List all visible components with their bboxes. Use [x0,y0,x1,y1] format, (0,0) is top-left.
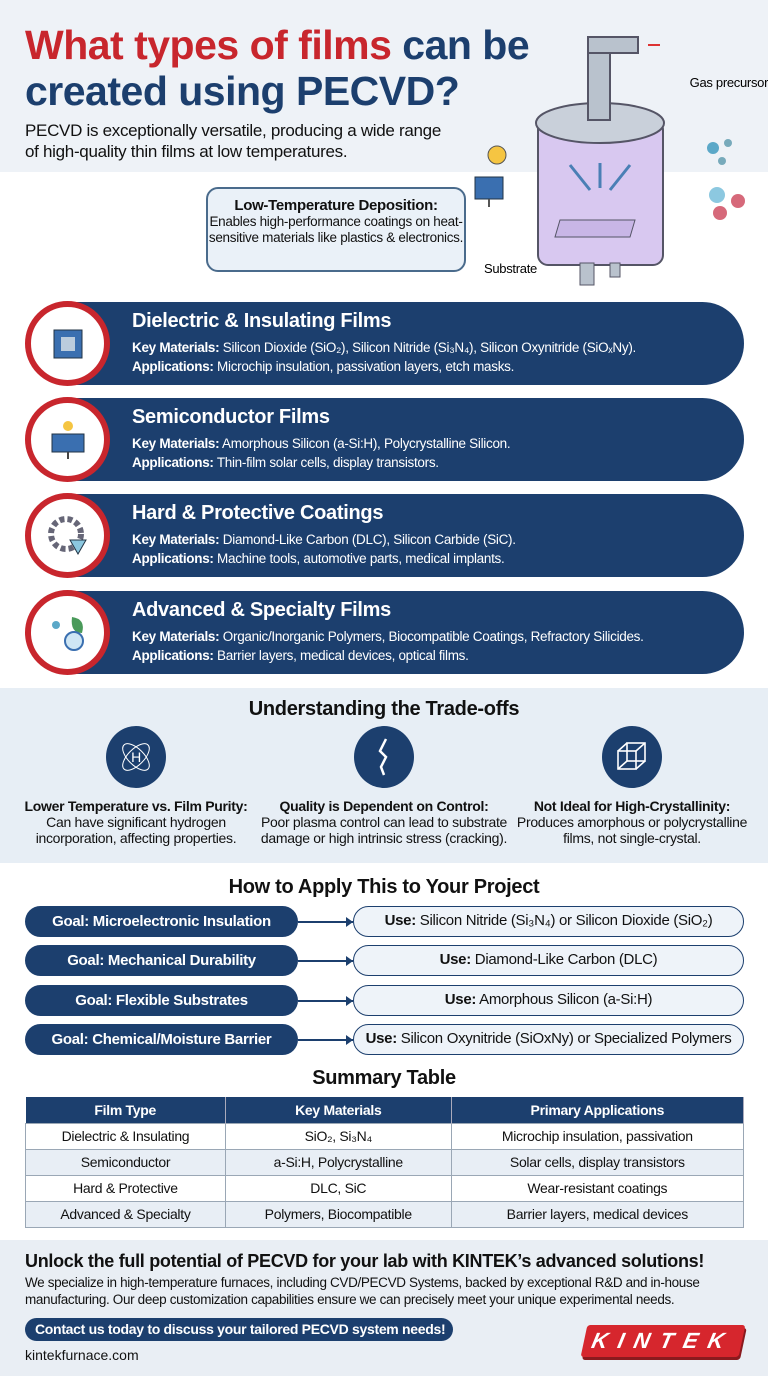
card-band [60,591,744,674]
table-cell: Dielectric & Insulating [25,1122,226,1150]
substrate-label: Substrate [484,261,537,276]
column-header: Primary Applications [451,1097,745,1123]
tradeoff-text: Poor plasma control can lead to substrat… [260,814,508,846]
tradeoff-title: Not Ideal for High-Crystallinity: [533,798,731,814]
arrow-right-icon [298,956,353,966]
pecvd-reactor-illustration: Gas precursors Substrate [474,36,768,286]
tradeoff-text: Produces amorphous or polycrystalline fi… [516,814,748,846]
tradeoff-item: Quality is Dependent on Control:Poor pla… [259,726,509,846]
table-cell: Solar cells, display transistors [450,1148,745,1176]
arrow-right-icon [298,1035,353,1045]
card-band [60,398,744,481]
arrow-right-icon [298,996,353,1006]
use-pill: Use: Diamond-Like Carbon (DLC) [353,945,744,976]
gas-inlet-pipe [587,44,611,121]
film-title: Hard & Protective Coatings [132,502,384,524]
applications: Applications: Thin-film solar cells, dis… [132,455,439,470]
use-pill: Use: Silicon Nitride (Si₃N₄) or Silicon … [353,906,744,937]
key-materials: Key Materials: Amorphous Silicon (a-Si:H… [132,436,511,451]
film-title: Semiconductor Films [132,406,330,428]
callout-title: Low-Temperature Deposition: [234,197,438,214]
solar-panel-icon [25,397,110,482]
tradeoff-item: H Lower Temperature vs. Film Purity:Can h… [11,726,261,846]
column-header: Film Type [25,1097,226,1123]
table-cell: Hard & Protective [25,1174,226,1202]
substrate-plate [554,219,636,238]
gear-diamond-icon [25,493,110,578]
applications: Applications: Microchip insulation, pass… [132,359,515,374]
footer-headline: Unlock the full potential of PECVD for y… [25,1251,705,1271]
card-band [60,494,744,577]
summary-title: Summary Table [312,1067,456,1089]
title-highlight: What types of films [25,22,392,68]
goal-pill: Goal: Chemical/Moisture Barrier [25,1024,298,1055]
page-title: What types of films can be created using… [25,22,625,114]
tradeoffs-title: Understanding the Trade-offs [248,698,520,720]
low-temp-callout: Low-Temperature Deposition:Enables high-… [206,187,466,272]
film-title: Advanced & Specialty Films [132,599,391,621]
goal-pill: Goal: Mechanical Durability [25,945,298,976]
tradeoffs-section: Understanding the Trade-offs H Lower Temp… [0,688,768,863]
table-cell: Wear-resistant coatings [450,1174,745,1202]
leaf-lens-icon [25,590,110,675]
title-rest: can be created using PECVD? [25,22,530,114]
microchip-icon [25,301,110,386]
table-cell: Barrier layers, medical devices [450,1200,745,1228]
svg-text:H: H [131,749,141,765]
apply-title: How to Apply This to Your Project [228,876,540,898]
gas-label: Gas precursors [690,75,768,90]
kintek-logo: KINTEK [580,1325,746,1357]
flow-arrows [568,163,632,191]
subtitle: PECVD is exceptionally versatile, produc… [25,121,441,161]
arrow-right-icon [298,917,353,927]
use-pill: Use: Amorphous Silicon (a-Si:H) [353,985,744,1016]
tradeoff-item: Not Ideal for High-Crystallinity:Produce… [507,726,757,846]
hydrogen-atom-icon: H [106,726,166,788]
website-link[interactable]: kintekfurnace.com [25,1347,139,1363]
table-cell: Polymers, Biocompatible [224,1200,452,1228]
key-materials: Key Materials: Organic/Inorganic Polymer… [132,629,644,644]
sun-icon [487,145,507,165]
table-cell: a-Si:H, Polycrystalline [224,1148,452,1176]
key-materials: Key Materials: Silicon Dioxide (SiO₂), S… [132,340,636,355]
goal-pill: Goal: Microelectronic Insulation [25,906,298,937]
key-materials: Key Materials: Diamond-Like Carbon (DLC)… [132,532,516,547]
table-cell: Microchip insulation, passivation [450,1122,745,1150]
table-cell: Semiconductor [25,1148,226,1176]
film-title: Dielectric & Insulating Films [132,310,392,332]
gas-molecules-icon [707,139,745,220]
table-cell: Advanced & Specialty [25,1200,226,1228]
footer-text: We specialize in high-temperature furnac… [25,1275,700,1307]
crack-icon [354,726,414,788]
table-cell: DLC, SiC [224,1174,452,1202]
solar-panel-icon [474,176,504,207]
tradeoff-text: Can have significant hydrogen incorporat… [35,814,237,846]
applications: Applications: Machine tools, automotive … [132,551,505,566]
tradeoff-title: Quality is Dependent on Control: [279,798,489,814]
table-cell: SiO₂, Si₃N₄ [224,1122,452,1150]
column-header: Key Materials [225,1097,452,1123]
applications: Applications: Barrier layers, medical de… [132,648,469,663]
callout-text: Enables high-performance coatings on hea… [208,214,464,245]
crystal-lattice-icon [602,726,662,788]
goal-pill: Goal: Flexible Substrates [25,985,298,1016]
contact-button[interactable]: Contact us today to discuss your tailore… [25,1318,453,1341]
card-band [60,302,744,385]
use-pill: Use: Silicon Oxynitride (SiOxNy) or Spec… [353,1024,744,1055]
tradeoff-title: Lower Temperature vs. Film Purity: [24,798,248,814]
